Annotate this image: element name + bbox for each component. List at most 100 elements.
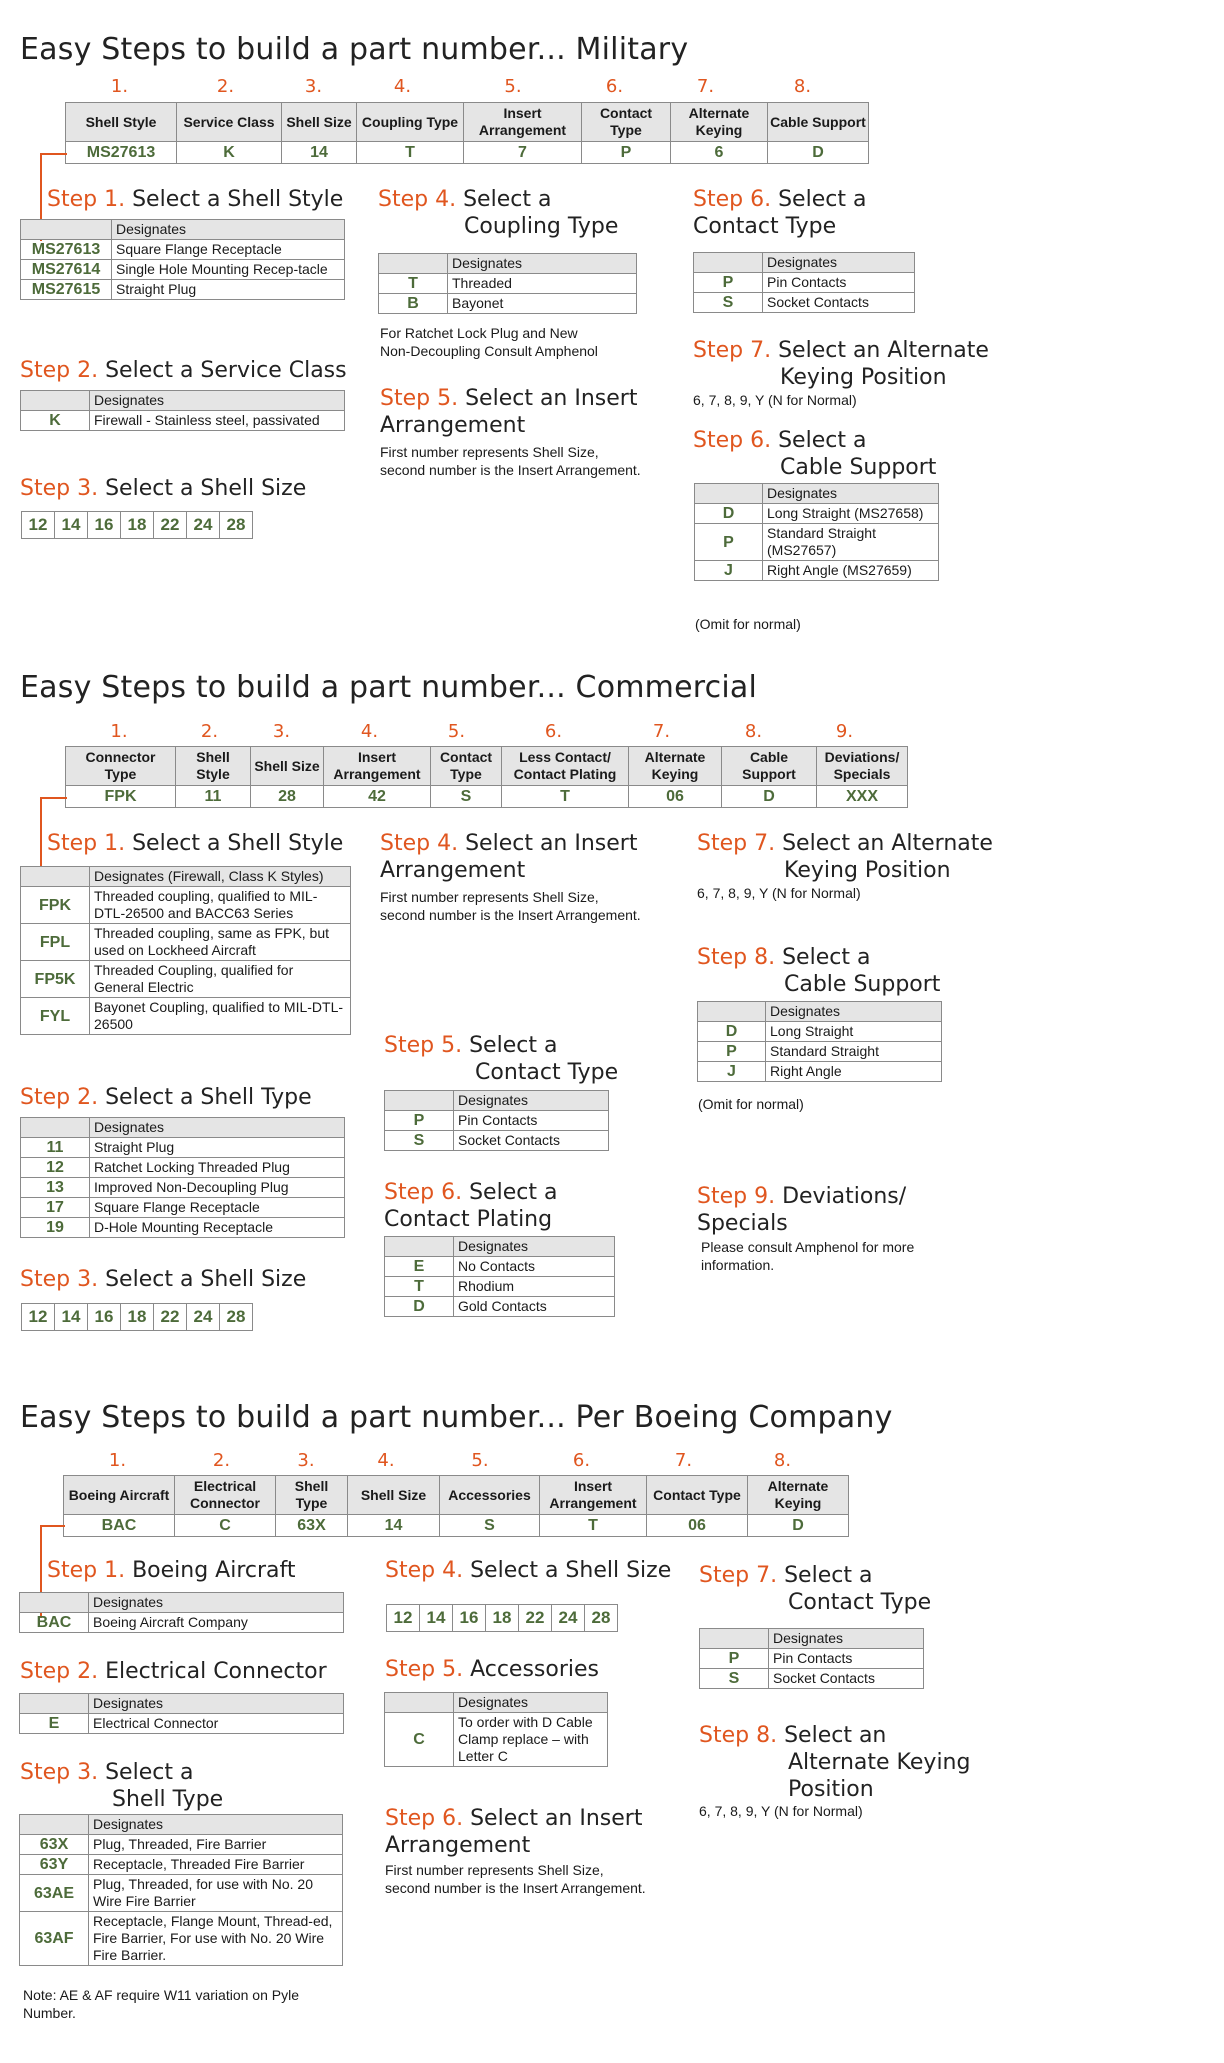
designation-code: J — [697, 1061, 766, 1082]
pn-header-cell: Alternate Keying — [670, 102, 768, 142]
step-number: 8. — [773, 1450, 792, 1471]
designation-description: Straight Plug — [89, 1137, 345, 1158]
pn-header-cell: Shell Style — [65, 102, 177, 142]
shell-size-cell: 12 — [21, 1303, 55, 1331]
step-number: 4. — [360, 721, 379, 742]
designation-code: T — [378, 273, 448, 294]
designation-description: Electrical Connector — [88, 1713, 344, 1734]
designation-code: FPK — [20, 886, 90, 924]
header-blank-cell — [19, 1592, 89, 1613]
military-title: Easy Steps to build a part number... Mil… — [20, 32, 689, 67]
header-blank-cell — [20, 219, 112, 240]
step-number: 5. — [471, 1450, 489, 1471]
header-blank-cell — [19, 1814, 89, 1835]
designation-code: 63AF — [19, 1911, 89, 1966]
pn-value-cell: D — [747, 1514, 849, 1537]
step-number: 7. — [652, 721, 671, 742]
pn-header-cell: Less Contact/ Contact Plating — [501, 746, 629, 786]
designation-code: 11 — [20, 1137, 90, 1158]
designation-description: Pin Contacts — [762, 272, 915, 293]
com-step7-note: 6, 7, 8, 9, Y (N for Normal) — [697, 885, 861, 901]
designation-description: Firewall - Stainless steel, passivated — [89, 410, 345, 431]
designation-description: Plug, Threaded, for use with No. 20 Wire… — [88, 1874, 343, 1912]
pn-header-cell: Coupling Type — [356, 102, 464, 142]
pn-value-cell: D — [721, 785, 817, 808]
designates-header: Designates — [765, 1001, 942, 1022]
shell-size-cell: 24 — [186, 511, 220, 539]
step-number: 2. — [216, 76, 235, 97]
mil-step7-note: 6, 7, 8, 9, Y (N for Normal) — [693, 392, 857, 408]
pn-value-cell: 28 — [250, 785, 324, 808]
designates-header: Designates (Firewall, Class K Styles) — [89, 866, 351, 887]
designation-code: S — [693, 292, 763, 313]
pn-header-cell: Cable Support — [721, 746, 817, 786]
shell-size-cell: 16 — [87, 511, 121, 539]
designation-description: Threaded coupling, qualified to MIL-DTL-… — [89, 886, 351, 924]
designation-description: Standard Straight — [765, 1041, 942, 1062]
shell-size-cell: 16 — [87, 1303, 121, 1331]
designates-header: Designates — [447, 253, 637, 274]
designation-description: Single Hole Mounting Recep-tacle — [111, 259, 345, 280]
pn-value-cell: S — [439, 1514, 540, 1537]
shell-size-cell: 18 — [120, 511, 154, 539]
pn-header-cell: Contact Type — [581, 102, 671, 142]
boe-step2-heading: Step 2. Electrical Connector — [20, 1659, 327, 1684]
step-number: 3. — [272, 721, 291, 742]
shell-size-cell: 22 — [518, 1604, 552, 1632]
step-number: 8. — [793, 76, 812, 97]
designation-description: Ratchet Locking Threaded Plug — [89, 1157, 345, 1178]
com-step1-heading: Step 1. Select a Shell Style — [47, 831, 344, 856]
designation-code: S — [384, 1130, 454, 1151]
designation-description: Bayonet — [447, 293, 637, 314]
designation-description: D-Hole Mounting Receptacle — [89, 1217, 345, 1238]
step-number: 8. — [744, 721, 763, 742]
pn-value-cell: 14 — [347, 1514, 440, 1537]
designation-code: P — [384, 1110, 454, 1131]
designation-code: B — [378, 293, 448, 314]
pn-header-cell: Contact Type — [646, 1475, 748, 1515]
designates-header: Designates — [89, 1117, 345, 1138]
designation-code: 13 — [20, 1177, 90, 1198]
boeing-title: Easy Steps to build a part number... Per… — [20, 1400, 893, 1435]
pn-value-cell: S — [430, 785, 502, 808]
com-step4-note: First number represents Shell Size,secon… — [380, 889, 641, 923]
designation-description: Threaded coupling, same as FPK, but used… — [89, 923, 351, 961]
header-blank-cell — [20, 390, 90, 411]
designation-code: D — [384, 1296, 454, 1317]
pn-value-cell: 6 — [670, 141, 768, 164]
header-blank-cell — [19, 1693, 89, 1714]
step-number: 2. — [212, 1450, 231, 1471]
step-number: 4. — [377, 1450, 395, 1471]
shell-size-cell: 12 — [386, 1604, 420, 1632]
designation-description: Long Straight (MS27658) — [762, 503, 939, 524]
designation-description: Square Flange Receptacle — [111, 239, 345, 260]
boeing-leader-line — [40, 1525, 42, 1618]
pn-value-cell: T — [501, 785, 629, 808]
pn-header-cell: Deviations/ Specials — [816, 746, 908, 786]
pn-header-cell: Insert Arrangement — [539, 1475, 647, 1515]
